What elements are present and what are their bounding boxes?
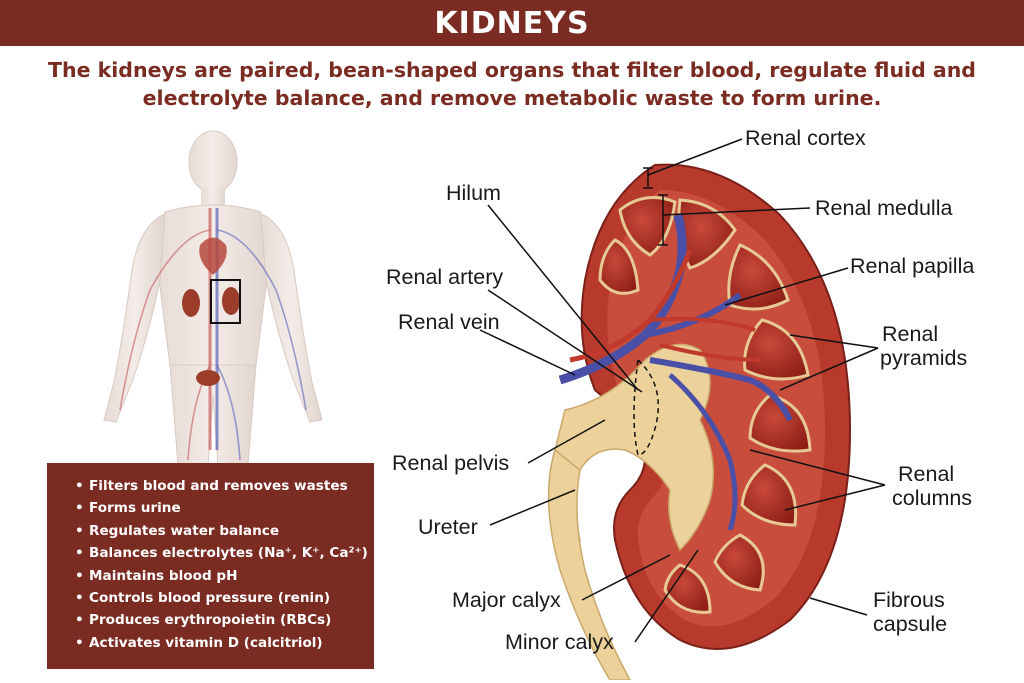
title-banner: KIDNEYS bbox=[0, 0, 1024, 46]
function-item: Activates vitamin D (calcitriol) bbox=[75, 632, 364, 655]
function-item: Balances electrolytes (Na⁺, K⁺, Ca²⁺) bbox=[75, 542, 368, 565]
kidney-cross-section bbox=[479, 138, 886, 680]
label-renal-artery: Renal artery bbox=[386, 265, 504, 289]
ureter-shape bbox=[547, 448, 631, 680]
function-item: Forms urine bbox=[75, 497, 364, 520]
subtitle-line-1: The kidneys are paired, bean-shaped orga… bbox=[48, 58, 976, 82]
label-ureter: Ureter bbox=[418, 515, 478, 539]
leader-lines bbox=[479, 138, 886, 643]
functions-list: Filters blood and removes wastes Forms u… bbox=[75, 475, 368, 655]
function-item: Maintains blood pH bbox=[75, 565, 364, 588]
label-renal-pyramids: Renal pyramids bbox=[880, 322, 967, 370]
page-title: KIDNEYS bbox=[434, 5, 590, 41]
function-item: Produces erythropoietin (RBCs) bbox=[75, 609, 364, 632]
human-body-illustration bbox=[103, 130, 323, 465]
label-minor-calyx: Minor calyx bbox=[505, 630, 614, 654]
function-item: Regulates water balance bbox=[75, 520, 364, 543]
functions-panel: Filters blood and removes wastes Forms u… bbox=[47, 463, 374, 669]
label-renal-columns-line2: columns bbox=[892, 486, 973, 510]
label-renal-pyramids-line2: pyramids bbox=[880, 346, 968, 370]
label-fibrous-capsule: Fibrous capsule bbox=[873, 588, 947, 636]
label-renal-cortex: Renal cortex bbox=[745, 126, 866, 150]
label-renal-pyramids-line1: Renal bbox=[882, 322, 939, 346]
label-renal-vein: Renal vein bbox=[398, 310, 500, 334]
label-renal-pelvis: Renal pelvis bbox=[392, 451, 510, 475]
label-renal-papilla: Renal papilla bbox=[850, 254, 975, 278]
label-fibrous-capsule-line2: capsule bbox=[873, 612, 948, 636]
label-renal-medulla: Renal medulla bbox=[815, 196, 953, 220]
label-fibrous-capsule-line1: Fibrous bbox=[873, 588, 945, 612]
label-renal-columns-line1: Renal bbox=[898, 462, 955, 486]
subtitle-line-2: electrolyte balance, and remove metaboli… bbox=[142, 86, 882, 110]
function-item: Filters blood and removes wastes bbox=[75, 475, 364, 498]
renal-pyramids bbox=[598, 196, 812, 614]
page-subtitle: The kidneys are paired, bean-shaped orga… bbox=[20, 56, 1004, 112]
label-renal-columns: Renal columns bbox=[892, 462, 972, 510]
hilum-outline bbox=[633, 358, 659, 456]
label-major-calyx: Major calyx bbox=[452, 588, 561, 612]
label-hilum: Hilum bbox=[446, 181, 501, 205]
function-item: Controls blood pressure (renin) bbox=[75, 587, 364, 610]
